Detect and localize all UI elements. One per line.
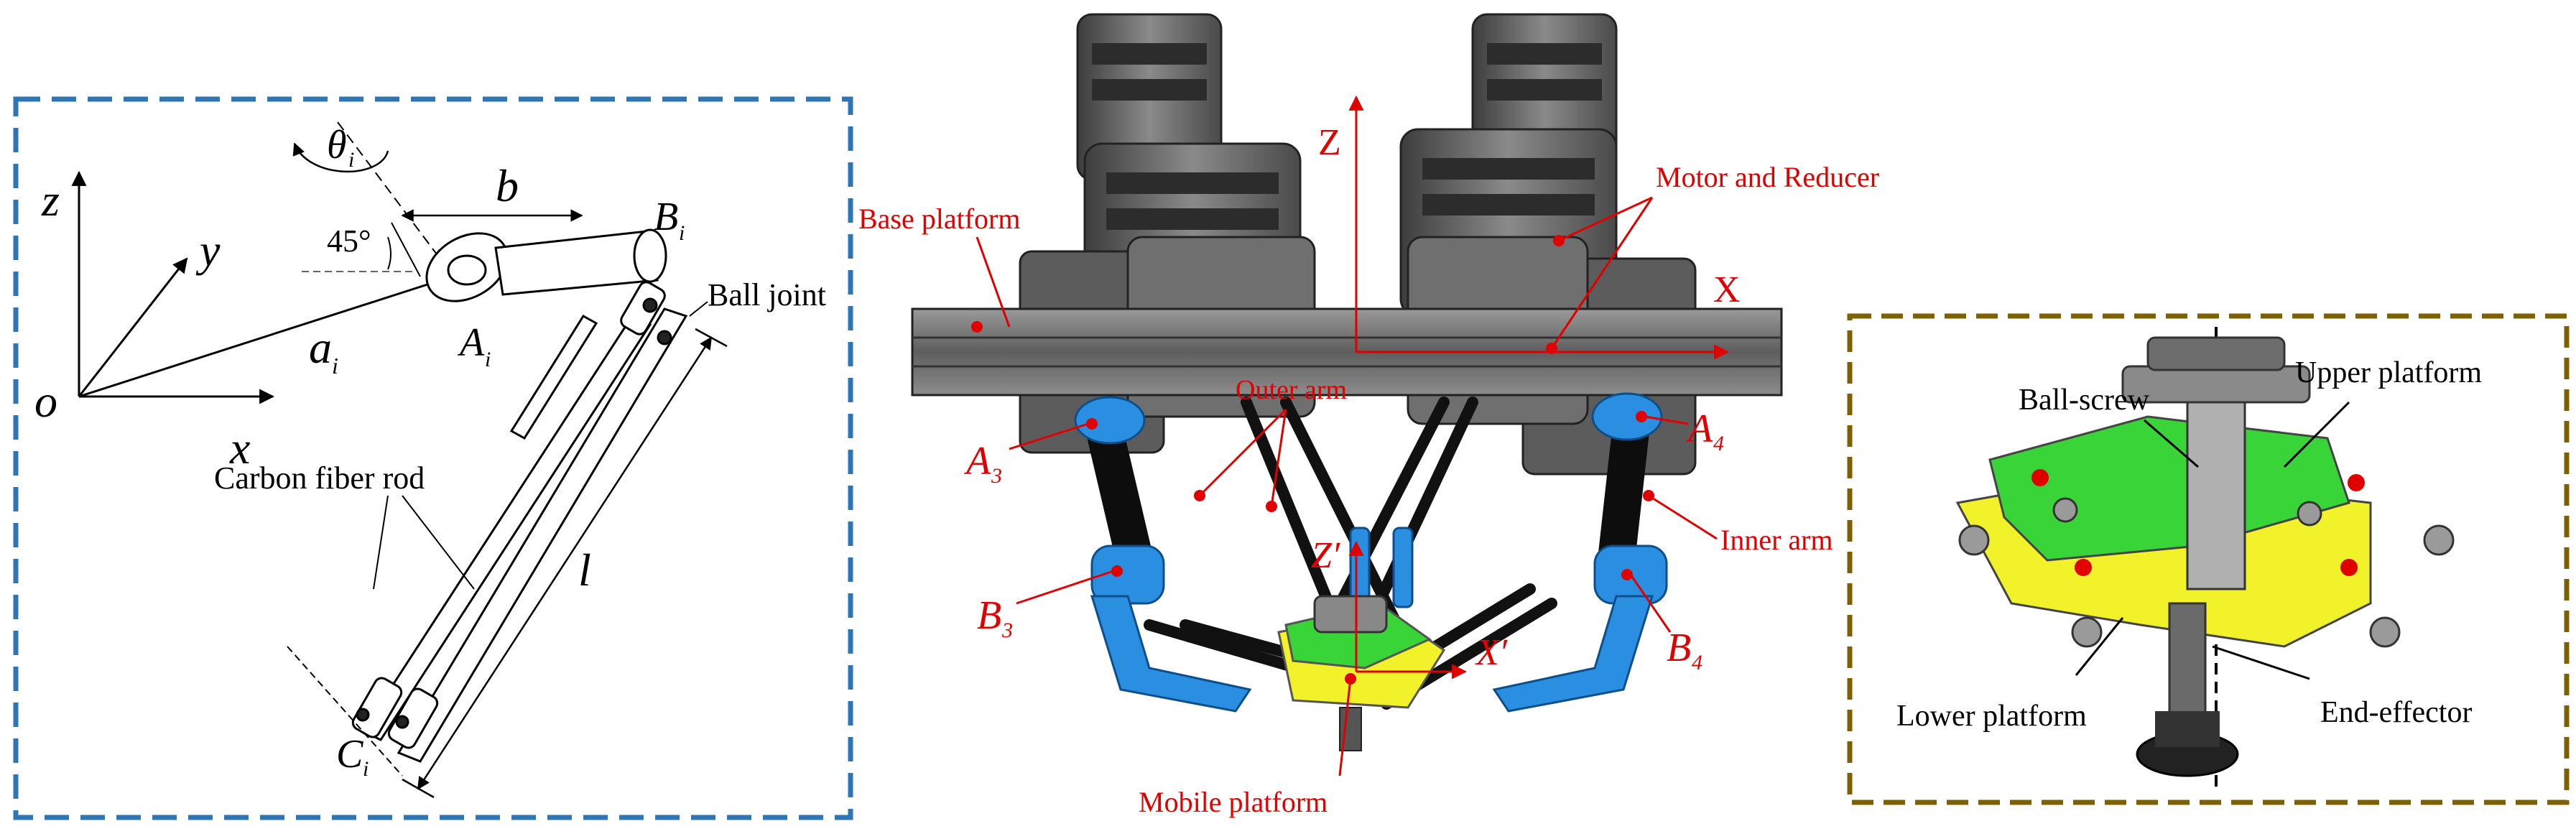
theta-sub: i bbox=[348, 148, 354, 172]
upper-platform-label: Upper platform bbox=[2295, 356, 2482, 389]
point-B-sub: i bbox=[679, 221, 685, 245]
axis-X-prime-label: X′ bbox=[1475, 632, 1509, 673]
axis-z-label: z bbox=[41, 175, 60, 226]
inner-arm-label: Inner arm bbox=[1720, 524, 1833, 556]
b-label: b bbox=[496, 160, 519, 211]
upper-platform-shape bbox=[1988, 415, 2350, 562]
motor-left-rear bbox=[1076, 13, 1223, 181]
annotation-leaders bbox=[976, 196, 1718, 777]
axis-X-label: X bbox=[1713, 269, 1741, 310]
lower-platform-label: Lower platform bbox=[1896, 700, 2087, 733]
vector-a-label: a bbox=[309, 322, 332, 373]
theta-rotation-arrow bbox=[292, 142, 389, 172]
B4-sub: 4 bbox=[1692, 651, 1702, 675]
mobile-platform bbox=[1277, 595, 1446, 751]
motor-and-reducer-label: Motor and Reducer bbox=[1656, 161, 1879, 193]
base-platform-label: Base platform bbox=[858, 203, 1021, 235]
origin-label: o bbox=[34, 376, 57, 427]
axis-Z-label: Z bbox=[1318, 122, 1341, 163]
center-panel: Z X Base platform Motor and Reducer Oute… bbox=[858, 13, 1879, 818]
A4-label: A bbox=[1685, 407, 1713, 451]
right-red-dots bbox=[2031, 469, 2365, 576]
left-panel-frame bbox=[13, 96, 853, 820]
base-frame-axes bbox=[1348, 95, 1730, 680]
leader-lines bbox=[373, 301, 708, 590]
A3-sub: 3 bbox=[991, 464, 1002, 488]
point-C-sub: i bbox=[363, 757, 369, 781]
A4-sub: 4 bbox=[1713, 432, 1724, 455]
point-C-label: C bbox=[336, 732, 363, 777]
mobile-platform-label: Mobile platform bbox=[1139, 786, 1328, 818]
angle-reference bbox=[391, 222, 421, 277]
axis-x-label: x bbox=[229, 422, 250, 473]
axis-y-label: y bbox=[195, 225, 221, 276]
point-B-label: B bbox=[654, 195, 678, 239]
theta-label: θ bbox=[327, 123, 347, 167]
left-panel: z y x o θ i 45° b B i a i A i Ball joint… bbox=[13, 96, 853, 820]
B3-sub: 3 bbox=[1001, 618, 1013, 642]
upper-arm-link bbox=[425, 228, 667, 302]
inner-arms bbox=[1088, 412, 1649, 579]
l-label: l bbox=[578, 544, 591, 595]
ball-screw-label: Ball-screw bbox=[2019, 384, 2150, 417]
right-leaders bbox=[2075, 401, 2350, 680]
angle-45-arc bbox=[387, 236, 392, 270]
motor-left-front bbox=[1019, 142, 1316, 454]
angle-45-label: 45° bbox=[327, 223, 371, 259]
axis-Z-prime-label: Z′ bbox=[1311, 535, 1341, 576]
ball-screw-shape bbox=[2186, 401, 2246, 590]
B3-label: B bbox=[977, 593, 1001, 638]
point-A-sub: i bbox=[485, 348, 491, 371]
carbon-fiber-rod-label: Carbon fiber rod bbox=[214, 460, 425, 496]
coordinate-frame bbox=[71, 170, 447, 404]
platform-ball-joints bbox=[1958, 497, 2455, 648]
outer-arm-label: Outer arm bbox=[1236, 375, 1347, 405]
B4-label: B bbox=[1667, 626, 1691, 670]
l-dimension bbox=[402, 328, 728, 799]
A3-label: A bbox=[963, 439, 991, 483]
annotation-dots bbox=[971, 235, 1654, 685]
right-panel: Ball-screw Upper platform Lower platform… bbox=[1847, 313, 2570, 805]
c-guide bbox=[287, 646, 403, 777]
ball-joint-label: Ball joint bbox=[708, 277, 826, 312]
right-panel-frame bbox=[1847, 313, 2570, 805]
carbon-rods bbox=[351, 281, 688, 763]
end-effector-label: End-effector bbox=[2320, 696, 2472, 729]
point-A-label: A bbox=[457, 320, 485, 365]
vector-a-sub: i bbox=[332, 353, 338, 379]
